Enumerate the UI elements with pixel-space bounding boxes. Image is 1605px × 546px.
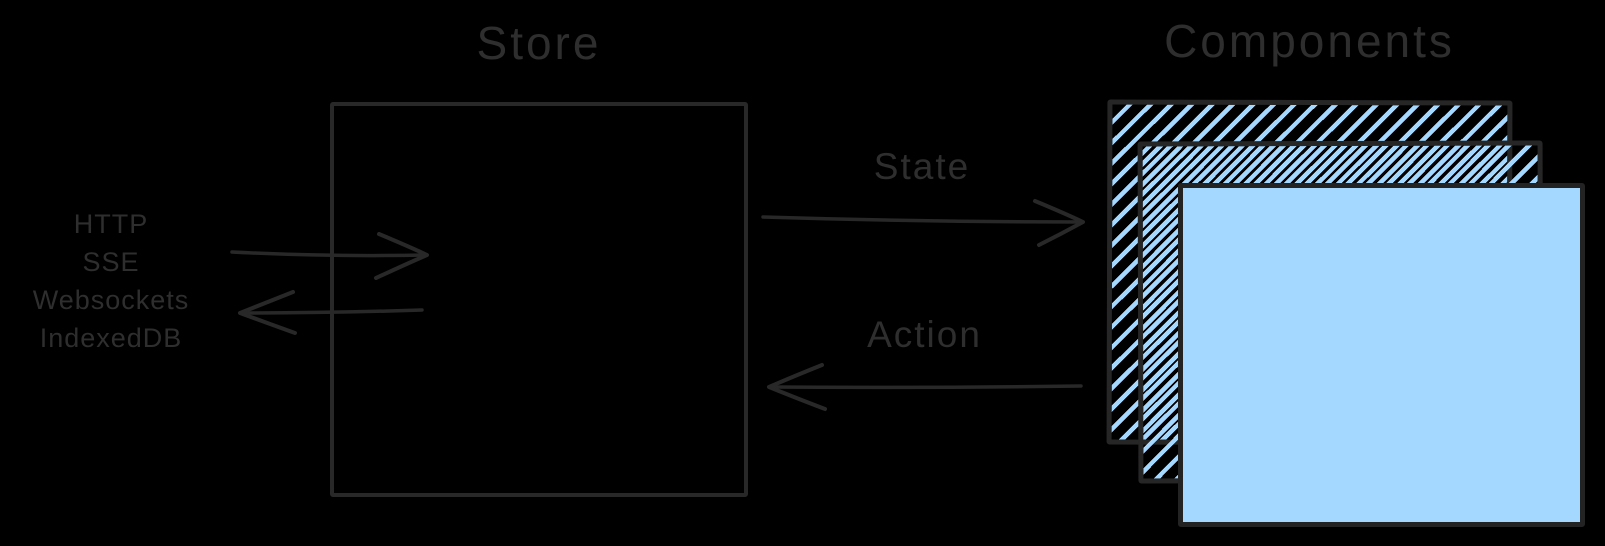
action-arrow bbox=[767, 363, 1083, 411]
action-arrow-label: Action bbox=[867, 314, 982, 355]
transport-item-indexeddb: IndexedDB bbox=[39, 323, 183, 353]
state-arrow bbox=[761, 199, 1085, 247]
components-title: Components bbox=[1164, 15, 1455, 67]
store-title: Store bbox=[476, 17, 602, 69]
transport-item-http: HTTP bbox=[73, 209, 149, 239]
component-card-front bbox=[1178, 183, 1585, 527]
transport-item-websockets: Websockets bbox=[32, 285, 190, 315]
transport-list: HTTP SSE Websockets IndexedDB bbox=[6, 205, 216, 357]
store-box bbox=[330, 102, 748, 497]
transport-item-sse: SSE bbox=[82, 247, 140, 277]
state-arrow-label: State bbox=[873, 146, 971, 187]
